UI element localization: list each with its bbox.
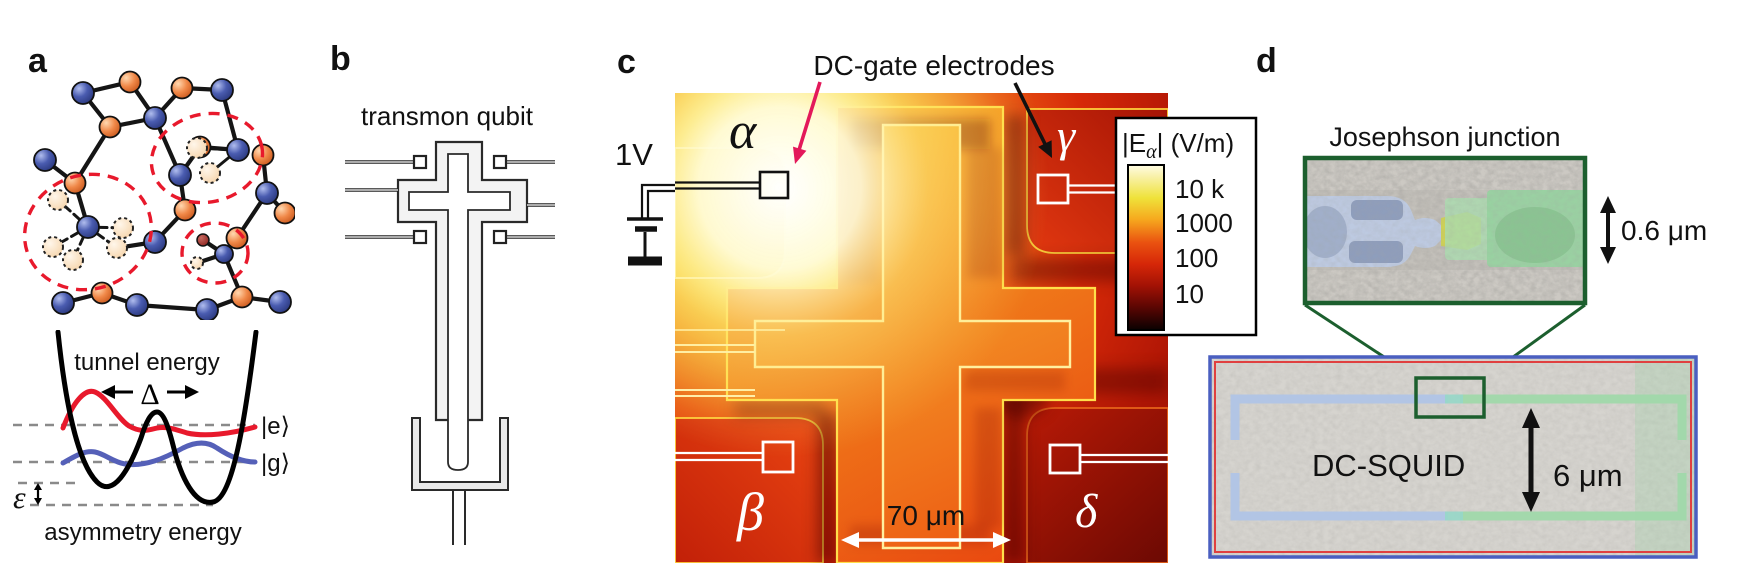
control-lines <box>345 154 555 245</box>
panel-a-label: a <box>28 42 48 80</box>
transmon-squid-enclosure <box>411 417 509 491</box>
dc-squid-image: DC-SQUID 6 μm <box>1208 355 1698 559</box>
excited-state-label: |e⟩ <box>261 413 290 440</box>
squid-frame-blue <box>1208 355 1698 559</box>
colorbar-gradient <box>1127 164 1165 331</box>
panel-a-atomic-structure: a <box>22 42 295 320</box>
field-heatmap: α γ β δ 70 μm <box>675 93 1168 563</box>
atoms-tunneling-ghost <box>42 137 221 271</box>
tls-defect-circles <box>22 111 265 292</box>
delta-arrows <box>101 385 199 399</box>
squid-scale-label: 6 μm <box>1553 458 1623 493</box>
panel-d-sem-images: d Josephson junction <box>1208 42 1707 559</box>
alpha-label: α <box>729 103 758 160</box>
colorbar-tick-100: 100 <box>1175 243 1218 273</box>
squid-frame-red <box>1214 361 1692 553</box>
junction-scale-arrow <box>1600 196 1616 264</box>
line-terminal <box>412 154 428 170</box>
transmon-qubit-title: transmon qubit <box>361 101 534 131</box>
energy-level-dashes <box>13 423 255 507</box>
colorbar-tick-10: 10 <box>1175 279 1204 309</box>
scale-bar-label: 70 μm <box>887 500 965 531</box>
junction-scale-label: 0.6 μm <box>1621 215 1707 246</box>
colorbar-legend: |Eα| (V/m) 10 k 1000 100 10 <box>1114 116 1258 337</box>
colorbar-title-pre: |E <box>1122 128 1146 158</box>
tunnel-energy-label: tunnel energy <box>74 349 219 376</box>
line-terminal <box>492 154 508 170</box>
atom-small-dark <box>196 233 210 247</box>
voltage-source-circuit <box>627 183 675 266</box>
field-hotspot-glow <box>675 93 1168 563</box>
ground-state-label: |g⟩ <box>261 450 290 477</box>
dc-squid-label: DC-SQUID <box>1312 448 1465 483</box>
line-terminal <box>492 229 508 245</box>
double-well-potential-curve <box>55 330 259 505</box>
svg-text:|Eα| (V/m): |Eα| (V/m) <box>1122 128 1234 163</box>
epsilon-arrow <box>34 483 42 505</box>
squid-junction-bottom <box>1445 511 1463 521</box>
junction-frame <box>1302 155 1588 306</box>
colorbar-title-sub: α <box>1146 141 1157 163</box>
gate-electrode-alpha <box>675 170 790 200</box>
panel-a-double-well: tunnel energy Δ |e⟩ |g⟩ ε asymmetry ener… <box>13 330 290 546</box>
gate-electrode-beta <box>675 440 795 474</box>
squid-loop-blue <box>1230 394 1448 521</box>
squid-loop-green <box>1460 394 1687 521</box>
panel-c-field-map: c DC-gate electrodes <box>615 43 1258 563</box>
delta-symbol: Δ <box>140 378 159 411</box>
colorbar-title-post: | (V/m) <box>1157 128 1235 158</box>
red-annotation-arrow <box>793 81 822 164</box>
panel-b-label: b <box>330 40 351 78</box>
panel-b-transmon: b transmon qubit <box>330 40 555 545</box>
voltage-label: 1V <box>615 137 653 172</box>
transmon-feedline-stem <box>452 490 466 545</box>
panel-d-label: d <box>1256 42 1277 80</box>
asymmetry-energy-label: asymmetry energy <box>44 519 241 546</box>
black-annotation-arrow <box>1013 82 1052 158</box>
ground-state-wavefunction <box>60 440 258 468</box>
transmon-island <box>408 153 511 471</box>
gate-electrode-delta <box>1048 443 1168 475</box>
delta-label: δ <box>1075 485 1098 538</box>
panel-c-label: c <box>617 43 636 81</box>
epsilon-symbol: ε <box>13 479 26 515</box>
atoms-blue <box>33 78 292 320</box>
zoom-region-marker <box>1414 376 1486 419</box>
colorbar-tick-10k: 10 k <box>1175 174 1225 204</box>
scale-bar-arrow <box>841 532 1011 548</box>
gamma-label: γ <box>1057 110 1077 161</box>
line-terminal <box>412 229 428 245</box>
beta-label: β <box>736 482 764 542</box>
josephson-junction-title: Josephson junction <box>1329 122 1560 152</box>
colorbar-tick-1000: 1000 <box>1175 208 1233 238</box>
dc-gate-electrodes-title: DC-gate electrodes <box>813 50 1054 81</box>
josephson-junction-image <box>1302 155 1588 306</box>
squid-junction-top <box>1445 394 1463 404</box>
squid-scale-arrow <box>1522 408 1540 512</box>
squid-green-region <box>1635 357 1696 557</box>
